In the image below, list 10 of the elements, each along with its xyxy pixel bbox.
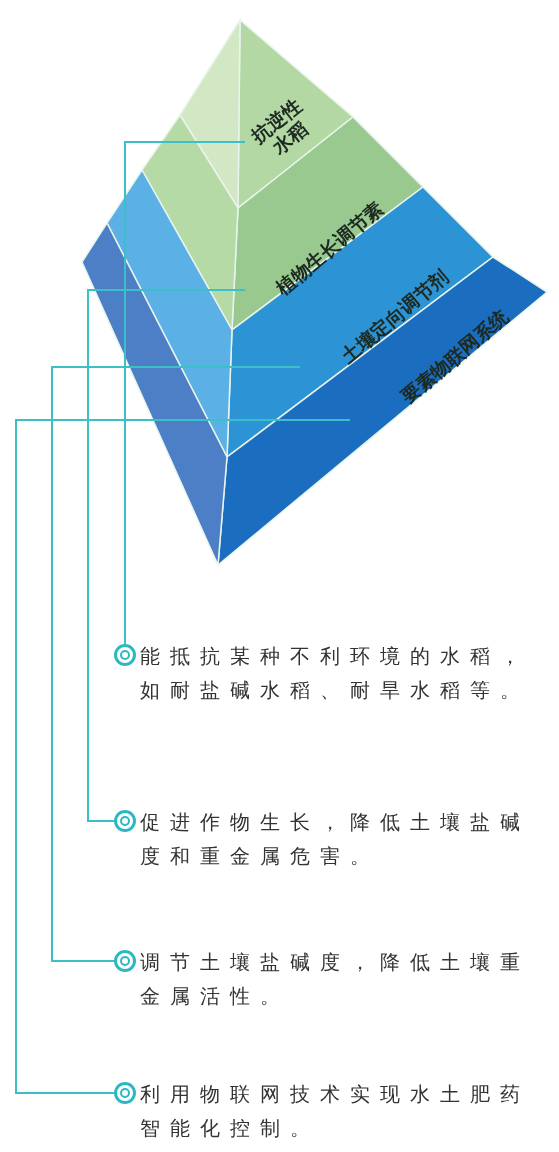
layer-label: 植物生长调节素 xyxy=(270,196,389,302)
leader-line xyxy=(51,366,301,962)
leader-line xyxy=(124,141,246,645)
description-text: 能抵抗某种不利环境的水稻，如耐盐碱水稻、耐旱水稻等。 xyxy=(140,643,531,704)
layer-label: 抗逆性水稻 xyxy=(245,93,312,161)
leader-line xyxy=(15,419,351,1094)
description-text: 调节土壤盐碱度，降低土壤重金属活性。 xyxy=(140,949,531,1010)
leader-line xyxy=(87,289,246,822)
description-text: 利用物联网技术实现水土肥药智能化控制。 xyxy=(140,1081,531,1142)
description-text: 促进作物生长，降低土壤盐碱度和重金属危害。 xyxy=(140,809,531,870)
